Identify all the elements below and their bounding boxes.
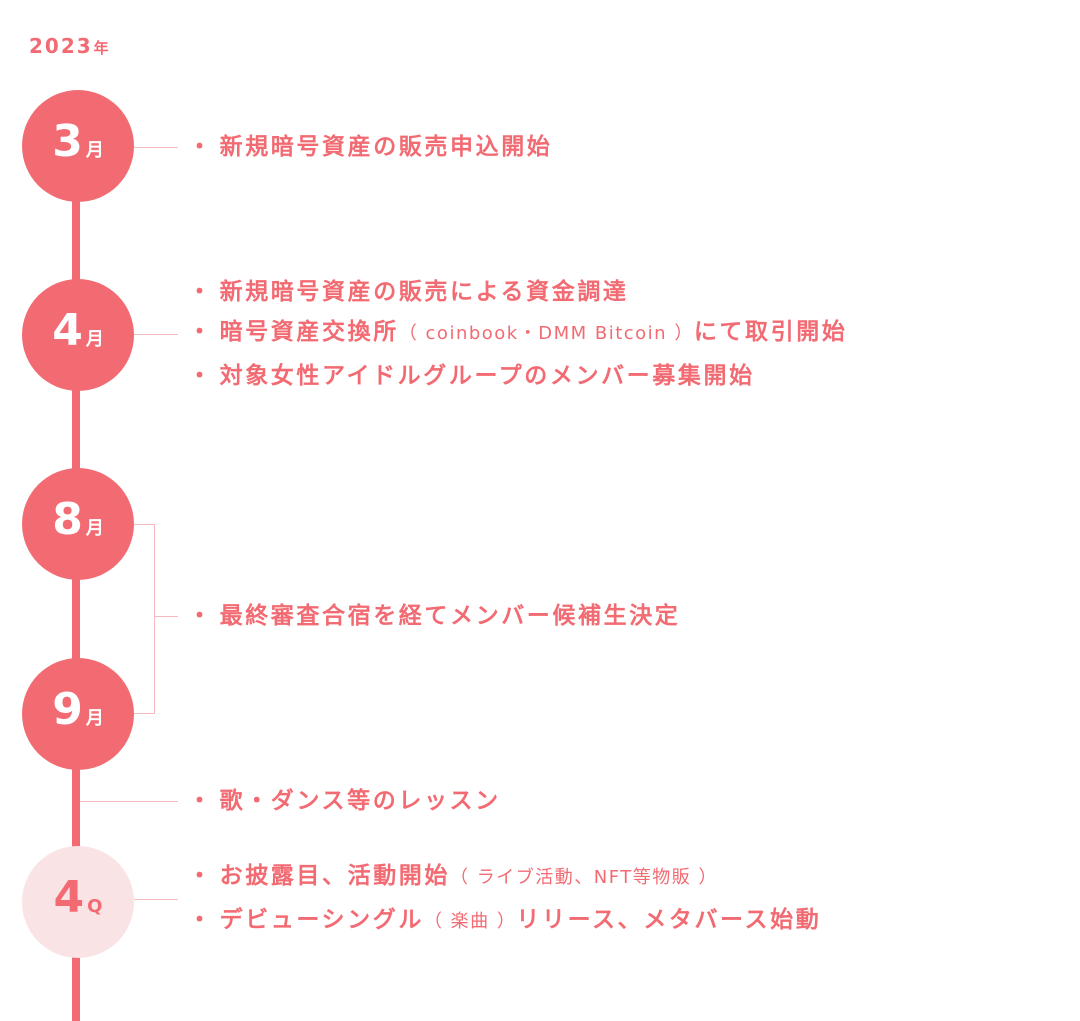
node-number: 4 [52,305,83,356]
item-text: 新規暗号資産の販売申込開始 [219,134,553,160]
bracket-top [134,524,155,525]
item-text: 暗号資産交換所 [219,319,399,345]
bracket-side [154,524,155,714]
item-text: 歌・ダンス等のレッスン [219,788,501,814]
bracket-bottom [134,713,155,714]
node-number: 4 [53,872,85,923]
bullet: ・ [188,363,214,389]
node-number: 3 [52,116,83,167]
item-text-after: にて取引開始 [693,319,848,345]
item-april-3: ・対象女性アイドルグループのメンバー募集開始 [188,362,755,390]
connector-march [134,147,178,148]
bullet: ・ [188,319,214,345]
year-label: 2023年 [29,34,111,58]
item-april-1: ・新規暗号資産の販売による資金調達 [188,278,629,306]
node-unit: 月 [85,329,104,350]
bullet: ・ [188,603,214,629]
connector-lesson [80,801,178,802]
node-unit: 月 [85,708,104,729]
item-text: 対象女性アイドルグループのメンバー募集開始 [219,363,755,389]
bullet: ・ [188,279,214,305]
item-text: 新規暗号資産の販売による資金調達 [219,279,629,305]
item-text: デビューシングル [219,907,424,933]
year-number: 2023 [29,34,93,58]
node-unit: Q [87,896,103,917]
connector-april [134,334,178,335]
item-aug-sep: ・最終審査合宿を経てメンバー候補生決定 [188,602,680,630]
item-march-1: ・新規暗号資産の販売申込開始 [188,133,552,161]
node-number: 9 [52,684,83,735]
node-number: 8 [52,494,83,545]
bullet: ・ [188,788,214,814]
node-unit: 月 [85,140,104,161]
item-paren-text: （ 楽曲 ） [423,911,517,932]
bullet: ・ [188,907,214,933]
item-text: お披露目、活動開始 [219,863,451,889]
bullet: ・ [188,134,214,160]
item-lesson: ・歌・ダンス等のレッスン [188,787,501,815]
item-text: 最終審査合宿を経てメンバー候補生決定 [219,603,681,629]
item-paren-text: （ coinbook・DMM Bitcoin ） [398,323,694,344]
item-4q-2: ・デビューシングル（ 楽曲 ）リリース、メタバース始動 [188,906,821,936]
year-unit: 年 [93,39,111,57]
node-unit: 月 [85,518,104,539]
bullet: ・ [188,863,214,889]
item-text-after: リリース、メタバース始動 [516,907,822,933]
item-4q-1: ・お披露目、活動開始（ ライブ活動、NFT等物販 ） [188,862,718,892]
bracket-connector [154,616,178,617]
timeline-spine [72,150,80,1021]
item-april-2: ・暗号資産交換所（ coinbook・DMM Bitcoin ）にて取引開始 [188,318,847,348]
connector-4q [134,899,178,900]
item-paren-text: （ ライブ活動、NFT等物販 ） [450,867,718,888]
